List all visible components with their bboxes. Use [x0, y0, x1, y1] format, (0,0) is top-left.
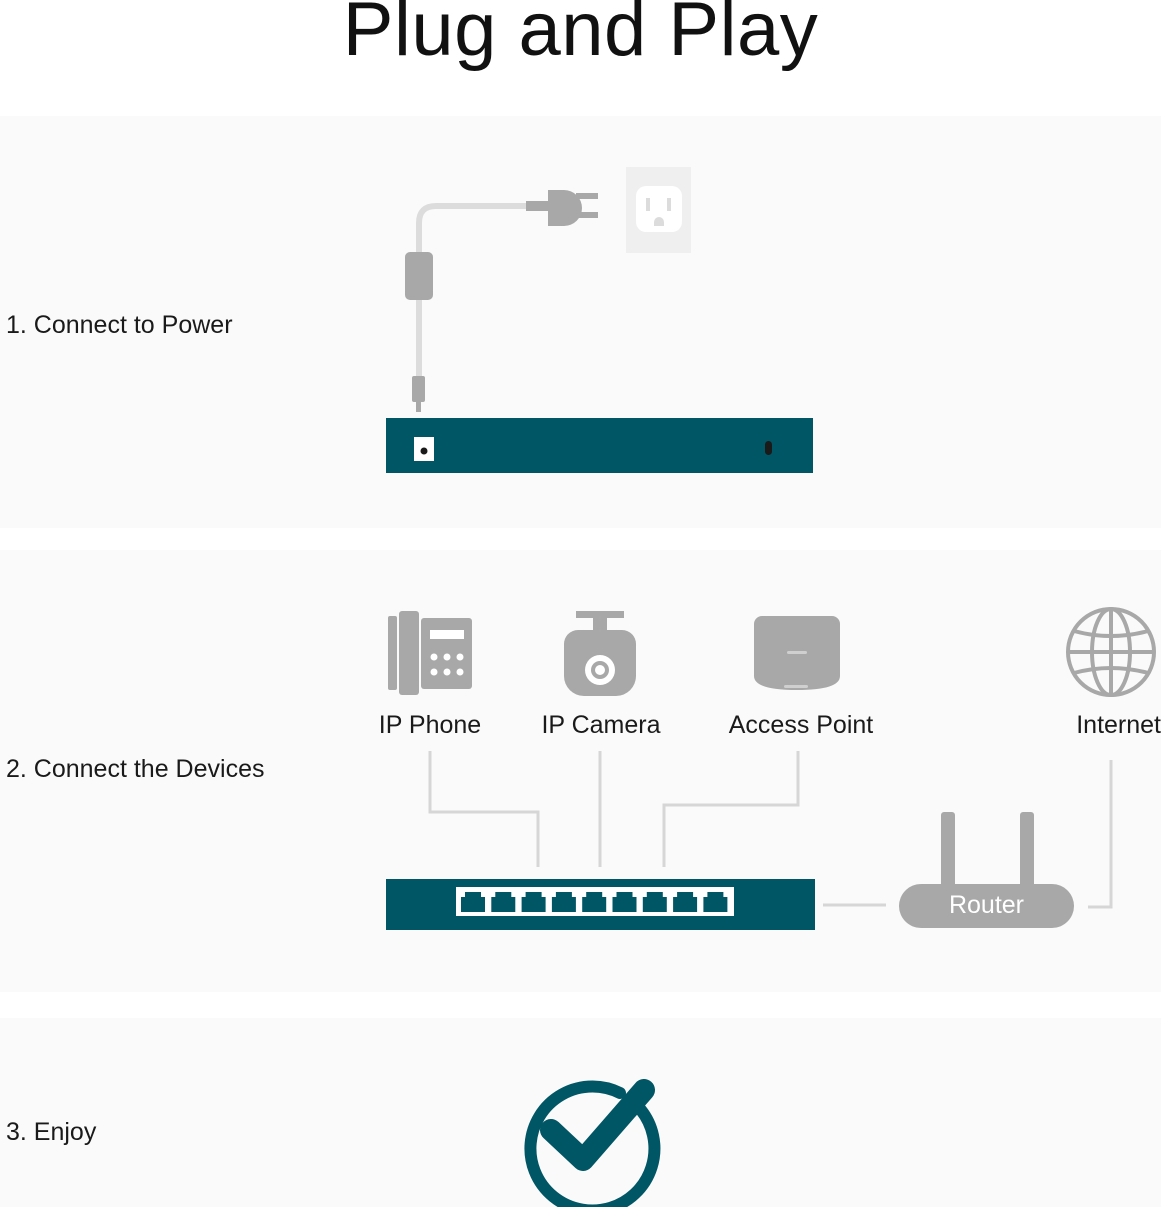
ethernet-port — [703, 892, 728, 912]
step-enjoy-panel: 3. Enjoy — [0, 1018, 1161, 1207]
wall-outlet-icon — [626, 167, 691, 253]
ethernet-port — [612, 892, 637, 912]
step-power-label: 1. Connect to Power — [6, 311, 233, 339]
router-label: Router — [948, 891, 1025, 919]
switch-front-panel — [386, 879, 815, 930]
ethernet-port — [491, 892, 516, 912]
access-point-label: Access Point — [728, 711, 874, 739]
ethernet-port — [461, 892, 485, 912]
enjoy-diagram — [524, 1079, 661, 1207]
router-icon — [899, 812, 1074, 928]
ethernet-port — [642, 892, 667, 912]
step-enjoy-label: 3. Enjoy — [6, 1118, 97, 1146]
access-point-icon — [754, 616, 840, 690]
internet-label: Internet — [1076, 711, 1161, 739]
ethernet-port — [673, 892, 698, 912]
step-power-panel: 1. Connect to Power — [0, 116, 1161, 528]
page-title: Plug and Play — [342, 0, 819, 72]
ip-phone-label: IP Phone — [378, 711, 482, 739]
switch-back-panel — [386, 418, 813, 473]
connection-lines — [428, 751, 1113, 909]
globe-icon — [1066, 607, 1156, 697]
ethernet-port — [551, 892, 576, 912]
step-devices-label: 2. Connect the Devices — [6, 755, 265, 783]
checkmark-icon — [524, 1079, 661, 1207]
devices-diagram — [386, 607, 1156, 930]
ip-phone-icon — [388, 611, 472, 695]
ip-camera-icon — [564, 611, 636, 696]
power-plug-icon — [405, 190, 598, 412]
power-diagram — [386, 167, 813, 473]
step-devices-panel: 2. Connect the Devices — [0, 550, 1161, 992]
ethernet-port — [521, 892, 546, 912]
ethernet-port — [582, 892, 607, 912]
ip-camera-label: IP Camera — [541, 711, 661, 739]
